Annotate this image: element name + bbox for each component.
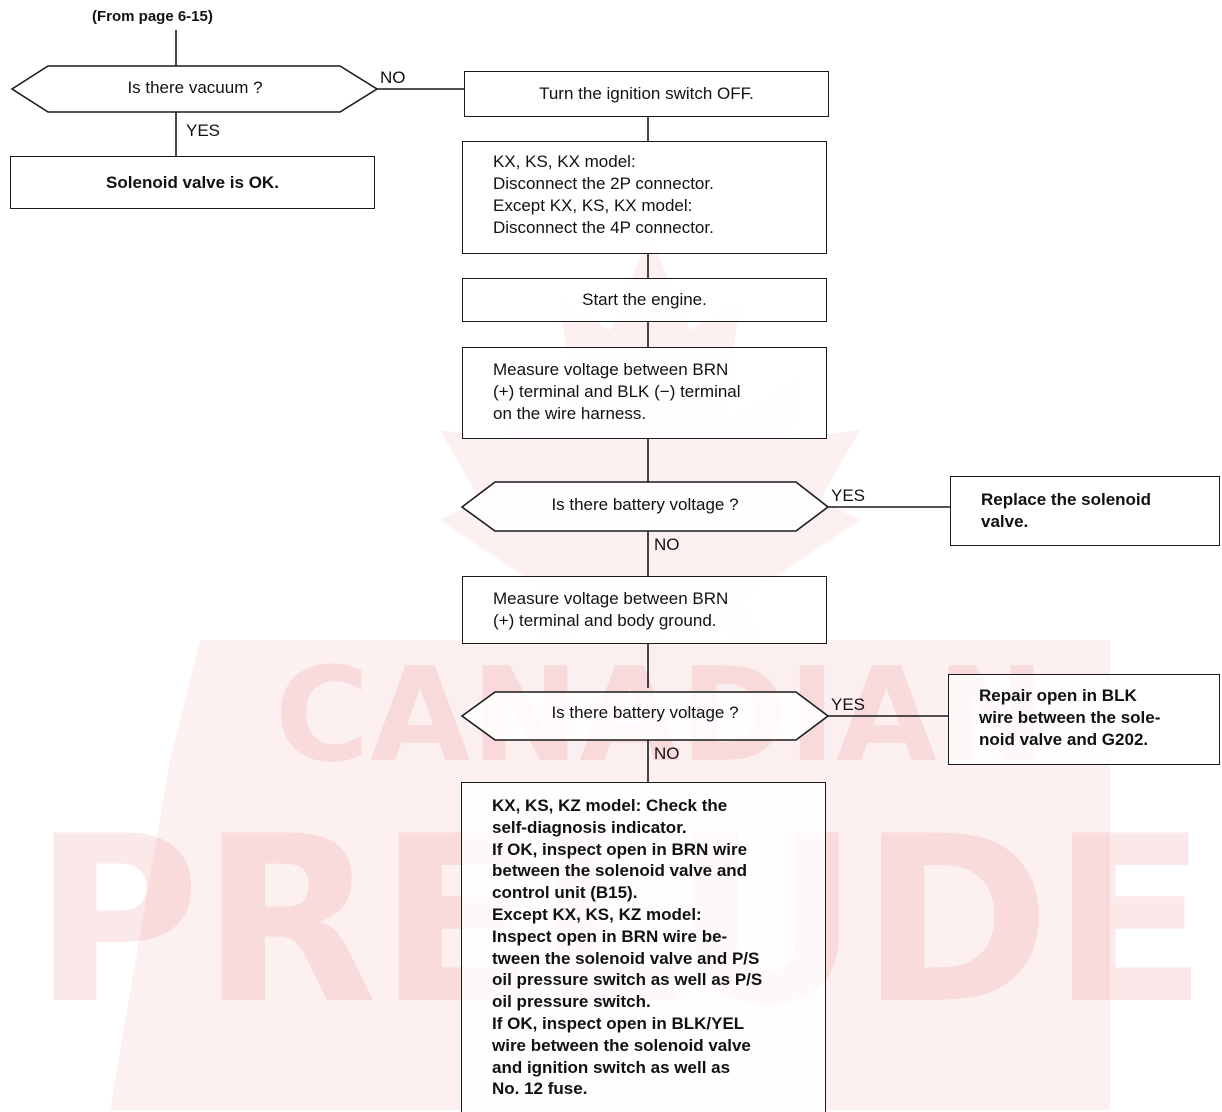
decision-battery2-shape <box>460 691 830 741</box>
repair-blk-line: noid valve and G202. <box>979 730 1149 749</box>
disconnect-line: KX, KS, KX model: <box>493 152 636 171</box>
step-solenoid-ok: Solenoid valve is OK. <box>10 156 375 209</box>
final-inspection-line: KX, KS, KZ model: Check the <box>492 796 728 815</box>
label-battery2-no: NO <box>654 744 680 763</box>
final-inspection-line: oil pressure switch as well as P/S <box>492 970 763 990</box>
step-final-inspection: KX, KS, KZ model: Check the self-diagnos… <box>461 782 826 1112</box>
final-inspection-line: self-diagnosis indicator. <box>492 817 687 837</box>
step-disconnect-connector: KX, KS, KX model: Disconnect the 2P conn… <box>462 141 827 254</box>
repair-blk-line: wire between the sole- <box>979 708 1161 727</box>
step-solenoid-ok-text: Solenoid valve is OK. <box>106 172 279 192</box>
final-inspection-line: control unit (B15). <box>492 883 638 903</box>
step-start-engine-text: Start the engine. <box>582 290 707 309</box>
label-vacuum-yes: YES <box>186 121 221 140</box>
measure-harness-line: on the wire harness. <box>493 404 647 423</box>
final-inspection-line: and ignition switch as well as <box>492 1057 731 1077</box>
final-inspection-line: wire between the solenoid valve <box>492 1035 751 1055</box>
final-inspection-line: If OK, inspect open in BLK/YEL <box>492 1013 745 1033</box>
disconnect-line: Disconnect the 2P connector. <box>493 174 714 193</box>
disconnect-line: Except KX, KS, KX model: <box>493 196 693 215</box>
from-page-reference: (From page 6-15) <box>92 8 213 25</box>
replace-solenoid-line: Replace the solenoid <box>981 490 1152 509</box>
final-inspection-line: No. 12 fuse. <box>492 1079 588 1099</box>
final-inspection-line: oil pressure switch. <box>492 992 651 1012</box>
step-repair-blk-wire: Repair open in BLK wire between the sole… <box>948 674 1220 765</box>
step-replace-solenoid: Replace the solenoid valve. <box>950 476 1220 546</box>
label-battery2-yes: YES <box>831 695 866 714</box>
step-start-engine: Start the engine. <box>462 278 827 322</box>
measure-ground-line: Measure voltage between BRN <box>493 589 729 608</box>
measure-ground-line: (+) terminal and body ground. <box>493 611 717 630</box>
repair-blk-line: Repair open in BLK <box>979 686 1137 705</box>
replace-solenoid-line: valve. <box>981 512 1029 531</box>
decision-vacuum-shape <box>10 65 379 113</box>
step-measure-ground: Measure voltage between BRN (+) terminal… <box>462 576 827 644</box>
final-inspection-line: tween the solenoid valve and P/S <box>492 948 760 968</box>
decision-vacuum: Is there vacuum ? <box>127 78 263 97</box>
measure-harness-line: Measure voltage between BRN <box>493 360 729 379</box>
step-measure-harness: Measure voltage between BRN (+) terminal… <box>462 347 827 439</box>
decision-battery-voltage-1: Is there battery voltage ? <box>551 495 739 514</box>
label-vacuum-no: NO <box>380 68 406 87</box>
step-ignition-off: Turn the ignition switch OFF. <box>464 71 829 117</box>
disconnect-line: Disconnect the 4P connector. <box>493 218 714 237</box>
decision-battery-voltage-2: Is there battery voltage ? <box>551 703 739 722</box>
decision-battery1-shape <box>460 481 830 532</box>
final-inspection-line: If OK, inspect open in BRN wire <box>492 839 748 859</box>
measure-harness-line: (+) terminal and BLK (−) terminal <box>493 382 741 401</box>
step-ignition-off-text: Turn the ignition switch OFF. <box>539 84 754 103</box>
final-inspection-line: between the solenoid valve and <box>492 861 748 881</box>
label-battery1-no: NO <box>654 535 680 554</box>
label-battery1-yes: YES <box>831 486 866 505</box>
final-inspection-line: Except KX, KS, KZ model: <box>492 904 702 924</box>
final-inspection-line: Inspect open in BRN wire be- <box>492 926 728 946</box>
